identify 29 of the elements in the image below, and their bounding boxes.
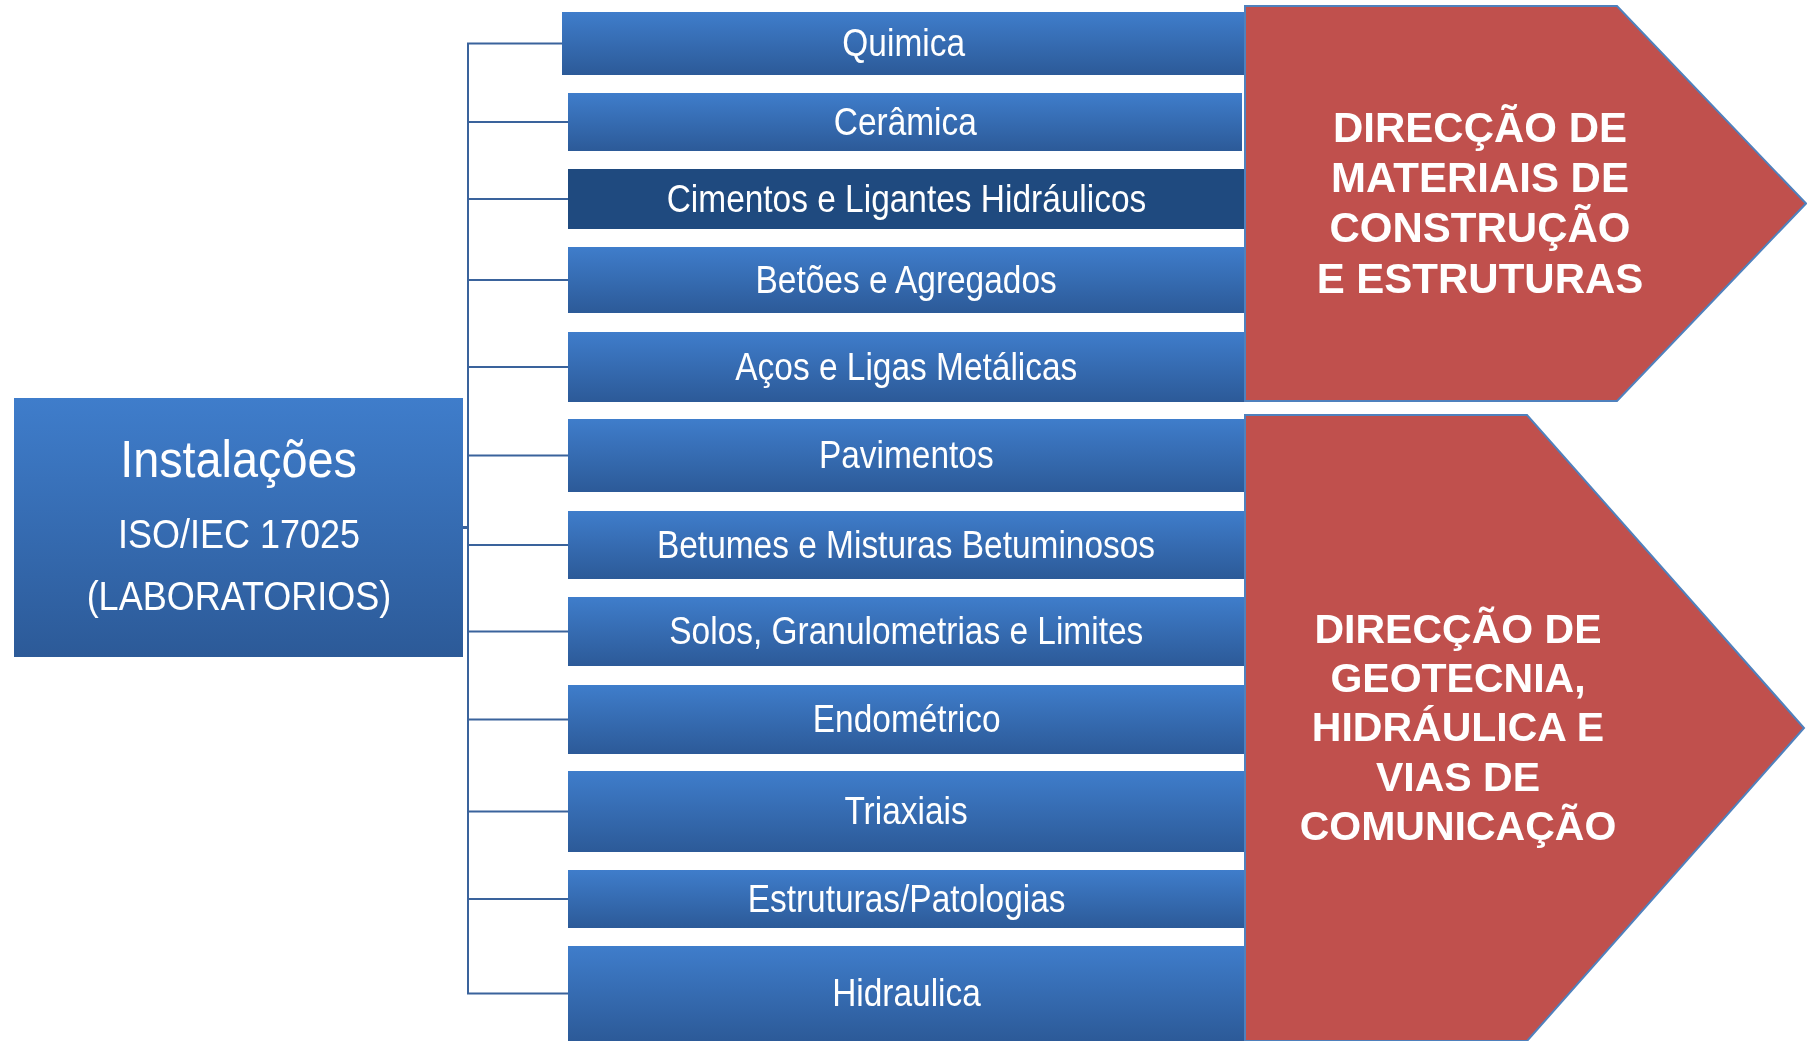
lab-label: Aços e Ligas Metálicas: [735, 345, 1078, 389]
process-box: [14, 398, 463, 657]
lab-label: Endométrico: [812, 698, 1001, 741]
lab-label: Triaxiais: [844, 790, 969, 833]
box-subtitle: ISO/IEC 17025 (LABORATORIOS): [85, 510, 392, 620]
lab-box: [568, 685, 1245, 754]
lab-box: [568, 332, 1245, 402]
lab-label: Pavimentos: [819, 434, 994, 477]
lab-box: [568, 771, 1245, 852]
lab-box: [562, 12, 1245, 75]
lab-box: [568, 247, 1245, 313]
lab-label: Hidraulica: [832, 972, 981, 1015]
department-label: DIRECÇÃO DE GEOTECNIA, HIDRÁULICA E VIAS DE COMUNICAÇÃO: [1298, 605, 1618, 851]
lab-box: [568, 93, 1242, 151]
lab-label: Solos, Granulometrias e Limites: [669, 610, 1144, 653]
lab-label: Estruturas/Patologias: [747, 877, 1066, 921]
lab-label: Betumes e Misturas Betuminosos: [657, 523, 1156, 567]
lab-label: Quimica: [842, 22, 965, 65]
lab-box: [568, 511, 1245, 579]
lab-box: [568, 169, 1245, 229]
department-label: DIRECÇÃO DE MATERIAIS DE CONSTRUÇÃO E ESTRUTURAS: [1315, 102, 1645, 304]
lab-box: [568, 946, 1245, 1041]
lab-box: [568, 419, 1245, 492]
lab-label: Betões e Agregados: [755, 258, 1058, 302]
lab-label: Cimentos e Ligantes Hidráulicos: [666, 177, 1147, 221]
box-title: Instalações: [120, 428, 357, 489]
lab-box: [568, 597, 1245, 666]
lab-label: Cerâmica: [833, 100, 977, 144]
lab-box: [568, 870, 1245, 928]
